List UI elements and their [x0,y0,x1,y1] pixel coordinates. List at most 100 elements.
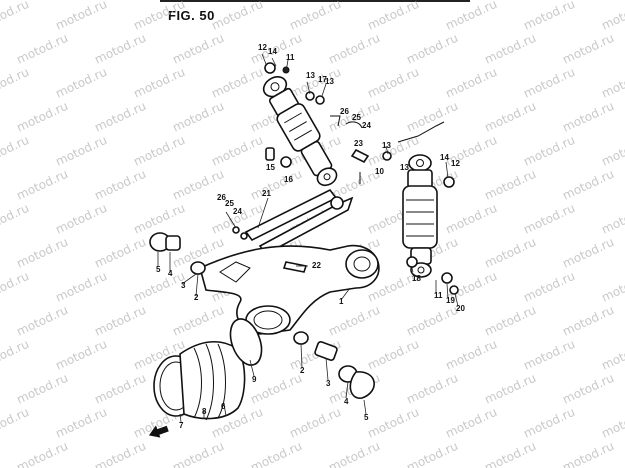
watermark-text: motod.ru [14,439,70,468]
watermark-text: motod.ru [0,337,31,373]
callout-label: 11 [434,291,443,300]
watermark-text: motod.ru [365,405,421,441]
watermark-text: motod.ru [482,439,538,468]
watermark-text: motod.ru [0,269,31,305]
watermark-text: motod.ru [287,0,343,33]
callout-label: 13 [382,141,391,150]
callout-label: 2 [300,366,305,375]
watermark-text: motod.ru [92,235,148,271]
watermark-text: motod.ru [560,31,616,67]
watermark-text: motod.ru [92,439,148,468]
callout-label: 3 [326,379,331,388]
swing-arm [199,244,380,335]
watermark-text: motod.ru [482,167,538,203]
watermark-text: motod.ru [170,99,226,135]
watermark-text: motod.ru [404,31,460,67]
callout-label: 10 [375,167,384,176]
callout-label: 21 [262,189,271,198]
watermark-text: motod.ru [0,133,31,169]
watermark-text: motod.ru [53,405,109,441]
watermark-text: motod.ru [14,235,70,271]
watermark-text: motod.ru [14,303,70,339]
callout-label: 7 [179,421,184,430]
watermark-text: motod.ru [560,371,616,407]
callout-label: 3 [181,281,186,290]
watermark-text: motod.ru [53,0,109,33]
watermark-text: motod.ru [521,0,577,33]
callout-label: 5 [156,265,161,274]
watermark-text: motod.ru [170,31,226,67]
watermark-text: motod.ru [443,337,499,373]
watermark-text: motod.ru [482,371,538,407]
watermark-text: motod.ru [287,65,343,101]
callout-label: 20 [456,304,465,313]
callout-label: 13 [325,77,334,86]
watermark-text: motod.ru [560,439,616,468]
callout-label: 2 [194,293,199,302]
callout-label: 1 [339,297,344,306]
callout-label: 25 [225,199,234,208]
callout-label: 18 [412,274,421,283]
watermark-text: motod.ru [599,405,625,441]
callout-label: 4 [344,397,349,406]
watermark-text: motod.ru [53,133,109,169]
callout-label: 12 [258,43,267,52]
watermark-text: motod.ru [209,133,265,169]
callout-label: 16 [284,175,293,184]
watermark-text: motod.ru [0,201,31,237]
callout-label: 8 [202,407,207,416]
left-shock-absorber [262,76,338,187]
watermark-text: motod.ru [443,0,499,33]
callout-label: 24 [233,207,242,216]
watermark-text: motod.ru [404,99,460,135]
watermark-text: motod.ru [0,65,31,101]
watermark-text: motod.ru [131,0,187,33]
watermark-text: motod.ru [404,303,460,339]
callout-label: 4 [168,269,173,278]
watermark-text: motod.ru [92,167,148,203]
watermark-text: motod.ru [443,405,499,441]
watermark-text: motod.ru [131,133,187,169]
callout-label: 26 [340,107,349,116]
watermark-text: motod.ru [131,201,187,237]
callout-label: 23 [354,139,363,148]
watermark-text: motod.ru [521,269,577,305]
watermark-text: motod.ru [443,65,499,101]
callout-label: 5 [364,413,369,422]
watermark-text: motod.ru [404,439,460,468]
watermark-text: motod.ru [0,0,31,33]
watermark-text: motod.ru [248,371,304,407]
callout-label: 13 [306,71,315,80]
watermark-text: motod.ru [482,235,538,271]
watermark-text: motod.ru [14,167,70,203]
callout-label: 19 [446,296,455,305]
watermark-text: motod.ru [92,99,148,135]
watermark-text: motod.ru [0,405,31,441]
watermark-text: motod.ru [14,371,70,407]
watermark-text: motod.ru [599,65,625,101]
watermark-text: motod.ru [92,371,148,407]
leader-lines [157,53,459,423]
watermark-text: motod.ru [53,269,109,305]
arrow-icon [148,425,169,438]
watermark-text: motod.ru [365,0,421,33]
watermark-text: motod.ru [521,65,577,101]
watermark-text: motod.ru [92,31,148,67]
callout-label: 6 [221,402,226,411]
watermark-text: motod.ru [521,201,577,237]
watermark-text: motod.ru [287,405,343,441]
watermark-text: motod.ru [248,167,304,203]
watermark-text: motod.ru [170,303,226,339]
drive-boot [153,318,263,421]
watermark-text: motod.ru [248,439,304,468]
callout-label: 12 [451,159,460,168]
callout-label: 11 [286,53,295,62]
callout-label: 17 [318,75,327,84]
watermark-text: motod.ru [482,31,538,67]
small-parts [149,62,459,399]
callout-label: 22 [312,261,321,270]
watermark-text: motod.ru [560,99,616,135]
figure-title: FIG. 50 [168,8,215,23]
callout-label: 14 [440,153,449,162]
watermark-text: motod.ru [599,133,625,169]
